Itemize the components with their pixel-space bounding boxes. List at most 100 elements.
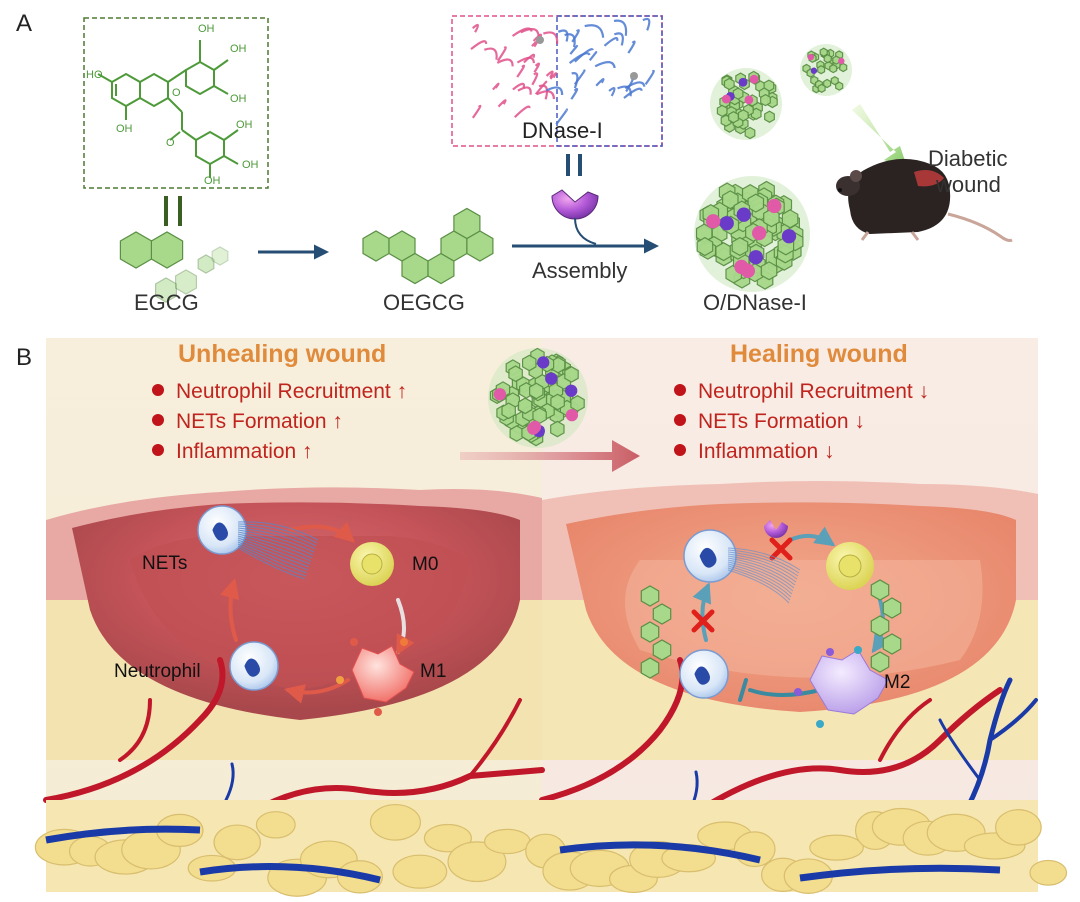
fat-cell: [393, 855, 447, 888]
hexagon-unit: [653, 604, 670, 624]
dnase-cargo: [749, 250, 763, 264]
metal-ion: [630, 72, 638, 80]
egcg-molecule-icon: [98, 40, 238, 178]
dnase-label: DNase-I: [522, 118, 603, 144]
hexagon-unit: [732, 238, 748, 256]
dnase-cargo: [808, 54, 814, 60]
dnase-cargo: [741, 264, 755, 278]
protein-ribbon: [473, 106, 480, 118]
functional-group-label: OH: [230, 93, 247, 105]
hexagon-unit: [830, 65, 837, 73]
protein-ribbon: [643, 19, 649, 30]
target-label-line1: Diabetic: [928, 146, 1007, 172]
healing-bullet-item: Inflammation ↓: [674, 437, 929, 467]
assembly-label: Assembly: [532, 258, 627, 284]
hexagon-unit: [761, 95, 771, 106]
hexagon-unit: [530, 383, 543, 398]
hexagon-unit: [871, 616, 888, 636]
hexagon-unit: [871, 652, 888, 672]
nanoparticle: [800, 44, 852, 96]
metal-ion: [536, 36, 544, 44]
hexagon-unit: [831, 77, 838, 85]
nanoparticle: [710, 68, 782, 140]
hexagon-unit: [725, 79, 735, 90]
fat-cell: [485, 829, 530, 853]
functional-group-label: OH: [204, 175, 221, 187]
protein-ribbon: [595, 62, 615, 68]
hexagon-unit: [363, 231, 389, 261]
fat-cell: [1030, 860, 1067, 885]
dnase-cargo: [566, 409, 578, 421]
dnase-cargo: [529, 421, 541, 433]
adipose-layer: [35, 800, 1066, 896]
dnase-cargo: [545, 372, 557, 384]
hexagon-unit: [824, 55, 831, 63]
hexagon-unit: [871, 580, 888, 600]
hexagon-unit: [745, 128, 755, 139]
cytokine-dot: [854, 646, 862, 654]
functional-group-label: OH: [236, 119, 253, 131]
dnase-cargo: [706, 214, 720, 228]
dnase-cargo: [537, 356, 549, 368]
protein-ribbon: [532, 73, 537, 85]
m2-label: M2: [884, 672, 910, 694]
cytokine-dot: [374, 708, 382, 716]
dnase-cargo: [750, 75, 759, 84]
protein-ribbon: [543, 32, 557, 43]
panel-a-letter: A: [16, 10, 32, 38]
hexagon-unit: [883, 598, 900, 618]
hexagon-unit: [716, 243, 731, 261]
protein-ribbon: [570, 46, 577, 54]
hexagon-unit: [883, 634, 900, 654]
unhealing-bullet-item: Inflammation ↑: [152, 437, 407, 467]
functional-group-label: OH: [198, 23, 215, 35]
unhealing-title: Unhealing wound: [178, 340, 386, 369]
functional-group-label: HO: [86, 69, 103, 81]
nanoparticle: [488, 348, 588, 448]
protein-ribbon: [497, 59, 512, 66]
target-label-line2: wound: [936, 172, 1001, 198]
dnase-cargo: [744, 95, 753, 104]
m0-label: M0: [412, 554, 438, 576]
healing-bullet-item: NETs Formation ↓: [674, 407, 929, 437]
egcg-label: EGCG: [134, 290, 199, 316]
protein-ribbon: [515, 107, 530, 118]
hexagon-unit: [523, 355, 536, 370]
protein-ribbon: [493, 84, 498, 90]
dnase-pacman-icon: [552, 190, 598, 244]
hexagon-unit: [509, 366, 522, 381]
dnase-equals-sign: [568, 154, 580, 176]
cytokine-dot: [400, 638, 408, 646]
hexagon-unit: [765, 111, 775, 122]
protein-ribbon: [534, 64, 539, 73]
functional-group-label: OH: [116, 123, 133, 135]
protein-ribbon: [590, 52, 596, 60]
hexagon-unit: [729, 112, 739, 123]
protein-ribbon: [558, 30, 567, 41]
fat-cell: [996, 810, 1042, 845]
hexagon-unit: [733, 88, 743, 99]
fat-cell: [256, 812, 295, 838]
egcg-equals-sign: [166, 196, 180, 226]
hexagon-unit: [198, 255, 214, 273]
fat-cell: [810, 835, 863, 860]
hexagon-unit: [653, 640, 670, 660]
cytokine-dot: [826, 648, 834, 656]
neutrophil-cell: [230, 642, 278, 690]
hexagon-unit: [739, 110, 749, 121]
oegcg-hexagon-cluster: [363, 209, 493, 284]
m1-label: M1: [420, 661, 446, 683]
protein-ribbon: [473, 25, 478, 32]
hexagon-unit: [840, 64, 847, 72]
hexagon-unit: [697, 238, 713, 256]
dnase-cargo: [767, 199, 781, 213]
protein-ribbon: [499, 100, 506, 106]
dnase-cargo: [722, 95, 731, 104]
protein-ribbon: [547, 72, 553, 78]
nanoparticle-group: [694, 44, 852, 292]
bullet-dot: [152, 414, 164, 426]
functional-group-label: OH: [230, 43, 247, 55]
protein-ribbon: [609, 88, 614, 96]
dnase-cargo: [737, 208, 751, 222]
protein-ribbon: [471, 41, 486, 49]
